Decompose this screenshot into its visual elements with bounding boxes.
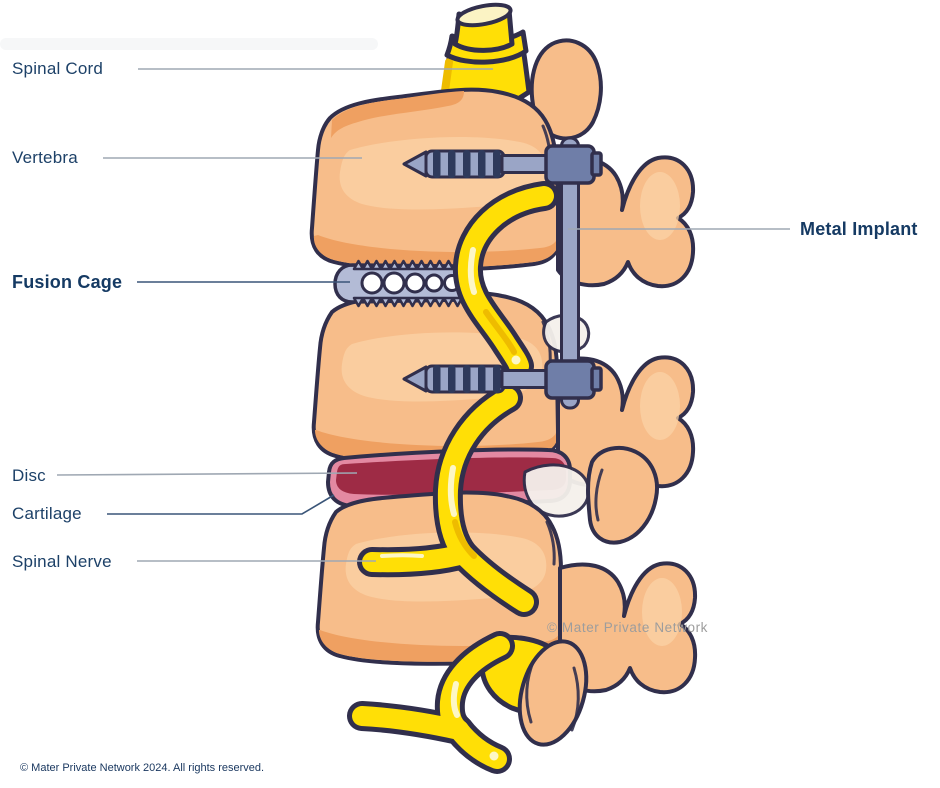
- clamp-lower-nub: [590, 366, 603, 392]
- screw-thread: [448, 150, 456, 178]
- screw-thread: [448, 365, 456, 393]
- highlight: [450, 681, 460, 718]
- shading: [313, 235, 559, 268]
- copyright-footer: © Mater Private Network 2024. All rights…: [20, 762, 265, 774]
- cage-hole: [360, 271, 384, 295]
- screw-thread: [433, 365, 441, 393]
- contour-line: [545, 520, 556, 566]
- clamp-upper-nub: [590, 151, 603, 177]
- shading: [642, 578, 682, 646]
- shading: [640, 372, 680, 440]
- contour-line: [570, 666, 580, 732]
- shading: [452, 519, 477, 559]
- nerve-fill: [437, 388, 534, 612]
- nerve-middle: [357, 383, 539, 617]
- clamp-lower: [544, 359, 596, 400]
- cage-hole: [382, 271, 406, 295]
- vertebra-3-hump: [586, 445, 659, 545]
- label-fusion-cage: Fusion Cage: [12, 272, 123, 292]
- cage-hole: [404, 272, 426, 294]
- watermark: © Mater Private Network: [547, 620, 709, 635]
- label-disc: Disc: [12, 466, 46, 485]
- screw-thread: [478, 150, 486, 178]
- screw-thread: [463, 150, 471, 178]
- pedicle-screw-lower: [402, 364, 562, 394]
- label-cartilage: Cartilage: [12, 504, 82, 523]
- label-vertebra: Vertebra: [12, 148, 78, 167]
- screw-thread: [433, 150, 441, 178]
- label-spinal-nerve: Spinal Nerve: [12, 552, 112, 571]
- cage-serration-top: [352, 259, 464, 271]
- metal-implant-rod: [544, 136, 603, 410]
- finger-process: [517, 639, 589, 747]
- leader-disc: [56, 472, 358, 476]
- cord-cut-surface: [455, 2, 513, 28]
- screw-thread: [463, 365, 471, 393]
- nerve-upper: [452, 181, 559, 381]
- leader-lines: [56, 68, 790, 562]
- screw-thread: [493, 150, 501, 178]
- highlight: [380, 553, 424, 558]
- highlight: [511, 355, 521, 365]
- contour-line: [594, 468, 604, 522]
- shading: [640, 172, 680, 240]
- shading: [331, 91, 464, 138]
- top-edge-artifact: [0, 38, 378, 50]
- nerve-fill: [457, 186, 554, 376]
- contour-line: [525, 658, 536, 724]
- cage-serration-bottom: [352, 296, 464, 308]
- highlight: [489, 751, 499, 761]
- screw-thread: [478, 365, 486, 393]
- nerve-fill: [362, 544, 473, 573]
- label-metal-implant: Metal Implant: [800, 219, 918, 239]
- pedicle-screw-upper: [402, 149, 562, 179]
- vertebra-3-finger-process: [517, 639, 589, 747]
- highlight: [447, 465, 457, 517]
- shading: [483, 309, 517, 355]
- clamp-upper: [544, 144, 596, 185]
- cage-hole: [424, 273, 444, 293]
- leader-cartilage: [107, 494, 335, 515]
- rod: [560, 136, 580, 410]
- highlight: [467, 247, 477, 295]
- label-spinal-cord: Spinal Cord: [12, 59, 104, 78]
- screw-thread: [493, 365, 501, 393]
